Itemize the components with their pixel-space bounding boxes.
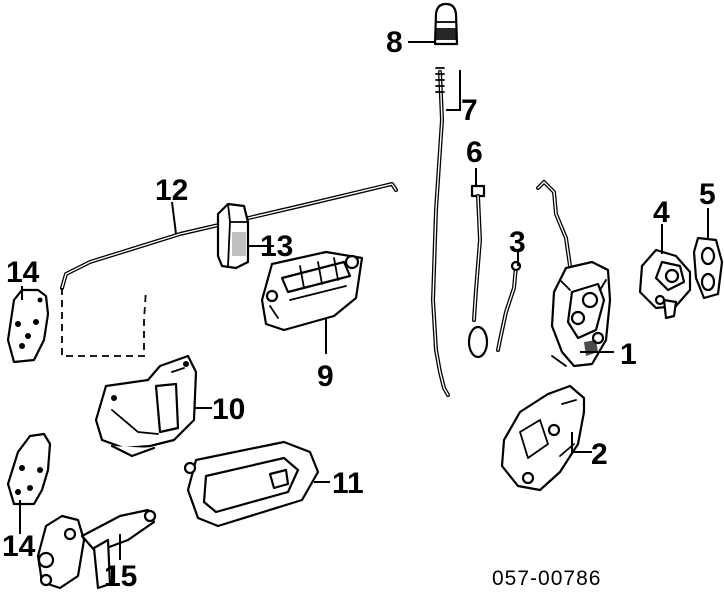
label-part-9: 9 [317,360,334,393]
part-10-inside-handle-bracket [94,354,198,458]
label-part-2: 2 [591,438,608,471]
part-4-striker [638,248,692,320]
label-part-6: 6 [466,136,483,169]
part-9-outside-handle [260,250,364,332]
part-14-upper-bracket [6,288,50,364]
part-12-long-rod [60,182,398,290]
part-8-lock-knob [433,2,459,46]
part-14-lower-bracket [6,432,52,506]
label-part-14-lower: 14 [2,530,36,563]
label-part-1: 1 [620,338,637,371]
label-part-7: 7 [461,94,478,127]
label-part-15: 15 [104,560,137,593]
label-part-4: 4 [653,196,670,229]
label-part-11: 11 [332,467,364,500]
part-11-inside-handle [183,440,320,528]
part-6-connecting-rod [467,184,489,359]
label-part-12: 12 [155,174,188,207]
dashed-guide-line [61,288,147,357]
leader-lines [19,41,709,560]
label-part-13: 13 [260,230,293,263]
callout-labels: 8 7 6 3 4 5 1 2 12 13 9 10 11 14 14 15 [2,26,716,593]
part-5-shim-plate [692,236,724,300]
label-part-5: 5 [699,178,716,211]
label-part-3: 3 [509,226,526,259]
part-3-rod [496,260,522,352]
label-part-10: 10 [212,393,245,426]
part-15-door-check [36,508,157,590]
part-7-lock-rod [431,67,450,397]
part-2-lock-motor [500,384,586,492]
part-1-door-lock-assembly [536,180,612,368]
label-part-14-upper: 14 [6,256,40,289]
part-13-rod-clip [216,202,250,270]
label-part-8: 8 [386,26,403,59]
diagram-code: 057-00786 [492,567,601,590]
